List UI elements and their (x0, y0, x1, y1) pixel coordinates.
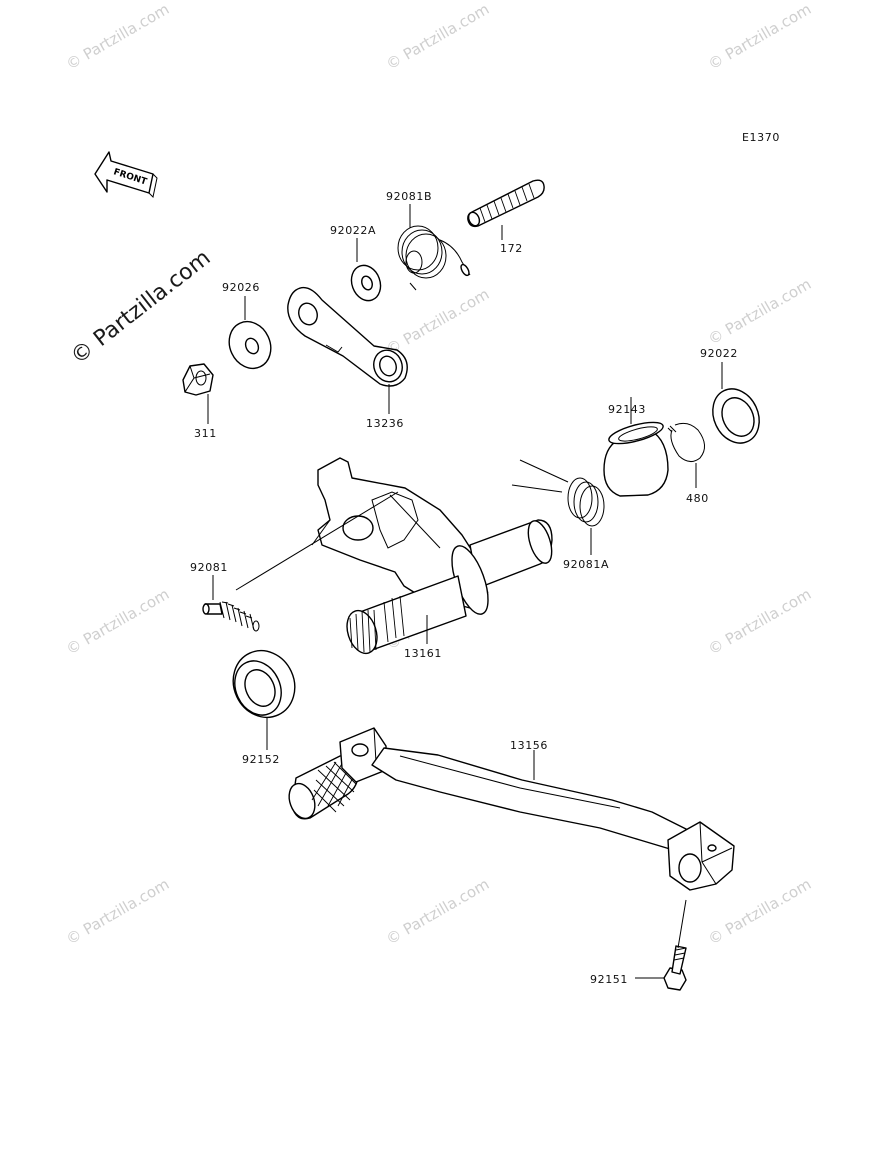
part-92081B-spring (397, 225, 471, 291)
watermark: © Partzilla.com (705, 585, 814, 658)
part-13161-shift-shaft (235, 457, 553, 655)
watermark-main: © Partzilla.com (66, 246, 215, 370)
watermark: © Partzilla.com (63, 875, 172, 948)
part-label-92152: 92152 (242, 753, 280, 766)
watermark: © Partzilla.com (383, 285, 492, 358)
part-92081-spring (202, 601, 260, 632)
part-label-92143: 92143 (608, 403, 646, 416)
watermark: © Partzilla.com (63, 585, 172, 658)
part-label-311: 311 (194, 427, 217, 440)
watermark: © Partzilla.com (705, 275, 814, 348)
part-92152-seal (232, 649, 296, 719)
part-label-13156: 13156 (510, 739, 548, 752)
part-label-92026: 92026 (222, 281, 260, 294)
part-92143-collar (603, 421, 669, 497)
diagram-code: E1370 (742, 131, 780, 144)
part-label-92022: 92022 (700, 347, 738, 360)
part-label-92081: 92081 (190, 561, 228, 574)
part-13236-lever (287, 286, 408, 387)
part-92081A-spring (511, 459, 605, 527)
part-92026-washer (228, 320, 272, 370)
front-arrow-icon: FRONT (94, 151, 158, 199)
part-label-480: 480 (686, 492, 709, 505)
watermark: © Partzilla.com (383, 0, 492, 73)
watermark: © Partzilla.com (705, 0, 814, 73)
part-label-92151: 92151 (590, 973, 628, 986)
part-13156-shift-pedal (288, 727, 735, 891)
part-480-circlip (667, 422, 705, 462)
part-label-13161: 13161 (404, 647, 442, 660)
part-311-nut (182, 363, 214, 396)
part-label-92081B: 92081B (386, 190, 432, 203)
part-92151-bolt (663, 945, 687, 991)
part-92022A-washer (350, 264, 382, 302)
part-92022-washer (712, 388, 760, 444)
part-label-172: 172 (500, 242, 523, 255)
part-label-13236: 13236 (366, 417, 404, 430)
watermarks: © Partzilla.com © Partzilla.com © Partzi… (63, 0, 814, 948)
watermark: © Partzilla.com (63, 0, 172, 73)
watermark: © Partzilla.com (383, 875, 492, 948)
watermark: © Partzilla.com (705, 875, 814, 948)
part-label-92081A: 92081A (563, 558, 609, 571)
part-172-pin (467, 179, 545, 228)
part-label-92022A: 92022A (330, 224, 376, 237)
